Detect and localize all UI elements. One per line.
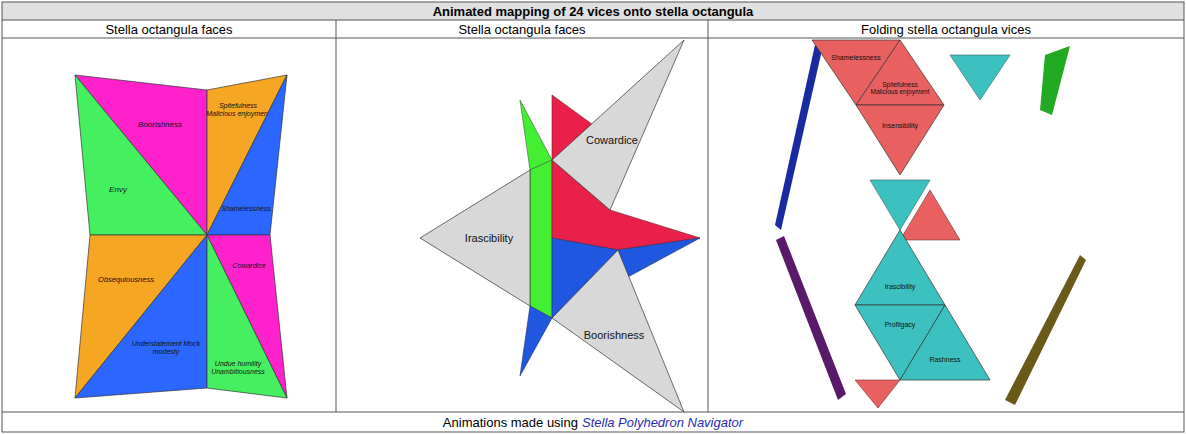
vice-label: Insensibility [872, 122, 928, 130]
title-cell: Animated mapping of 24 vices onto stella… [2, 2, 1184, 20]
vice-label: Cowardice [581, 134, 643, 147]
folding-face [855, 380, 900, 408]
face-shape [552, 40, 684, 210]
face-outline [420, 170, 530, 306]
vice-label: Shamelessness [827, 54, 885, 62]
polyhedron-face: Undue humility Unambitiousness [207, 235, 287, 398]
column-header: Folding stella octangula vices [861, 22, 1031, 37]
face-outline [207, 235, 287, 398]
vice-label: Rashness [915, 356, 975, 364]
column-header: Stella octangula faces [105, 22, 232, 37]
vice-label: Irascibility [872, 283, 928, 291]
header-cell: Stella octangula faces [2, 20, 336, 38]
face-outline [855, 230, 945, 305]
polyhedron-face [520, 100, 552, 170]
face-outline [75, 235, 207, 398]
vice-label: Undue humility Unambitiousness [207, 360, 269, 376]
software-link: Stella Polyhedron Navigator [582, 415, 743, 430]
face-outline [856, 105, 944, 175]
table-rule [2, 38, 1184, 39]
caption-cell: Animations made using Stella Polyhedron N… [2, 412, 1184, 432]
face-shape [855, 230, 945, 305]
table-rule [2, 412, 1184, 413]
face-shape [900, 305, 990, 380]
vice-label: Shamelessness [221, 205, 271, 213]
face-outline [207, 235, 287, 398]
vice-label: Profligacy [870, 321, 930, 329]
header-cell: Stella octangula faces [336, 20, 708, 38]
face-outline [552, 40, 684, 210]
header-cell: Folding stella octangula vices [708, 20, 1184, 38]
folding-sliver [1040, 46, 1070, 115]
vice-label: Obsequiousness [91, 276, 161, 285]
vice-label: Boorishness [578, 329, 650, 342]
table-rule [2, 20, 1184, 21]
polyhedron-face [520, 306, 552, 376]
folding-face [950, 55, 1010, 100]
folding-face [900, 190, 960, 240]
face-outline [207, 75, 287, 235]
vice-label: Spitefulness Malicious enjoyment [868, 81, 932, 96]
polyhedron-face: Understatement Mock modesty [75, 235, 207, 398]
face-shape [856, 105, 944, 175]
title-band [2, 2, 1184, 20]
vice-label: Spitefulness Malicious enjoyment [205, 102, 271, 118]
table-rule [708, 20, 709, 412]
face-outline [75, 75, 207, 235]
folding-sliver [775, 45, 822, 230]
polyhedron-face: Envy [75, 75, 207, 235]
vice-label: Understatement Mock modesty [131, 340, 201, 356]
polyhedron-face: Spitefulness Malicious enjoyment [856, 40, 944, 105]
vice-label: Boorishness [128, 120, 192, 129]
column-header: Stella octangula faces [458, 22, 585, 37]
face-shape [75, 235, 207, 398]
polyhedron-face: Irascibility [420, 170, 530, 306]
caption-text: Animations made using [443, 415, 578, 430]
face-outline [552, 250, 684, 412]
polyhedron-face: Insensibility [856, 105, 944, 175]
table-rule [336, 20, 337, 412]
face-outline [900, 305, 990, 380]
folding-sliver [1005, 255, 1086, 405]
polyhedron-face: Irascibility [855, 230, 945, 305]
face-outline [75, 235, 207, 398]
face-outline [75, 75, 207, 235]
face-outline [207, 75, 287, 235]
vice-label: Cowardice [227, 262, 271, 270]
polyhedron-face: Rashness [900, 305, 990, 380]
face-shape [75, 75, 207, 235]
polyhedron-face: Shamelessness [207, 75, 287, 235]
vice-label: Envy [98, 185, 138, 194]
folding-sliver [776, 236, 846, 400]
polyhedron-face [530, 160, 552, 318]
polyhedron-face: Cowardice [552, 40, 684, 210]
table-title: Animated mapping of 24 vices onto stella… [433, 4, 754, 19]
face-outline [856, 40, 944, 105]
polyhedron-face: Boorishness [552, 250, 684, 412]
face-shape [856, 40, 944, 105]
vice-label: Irascibility [458, 232, 520, 245]
